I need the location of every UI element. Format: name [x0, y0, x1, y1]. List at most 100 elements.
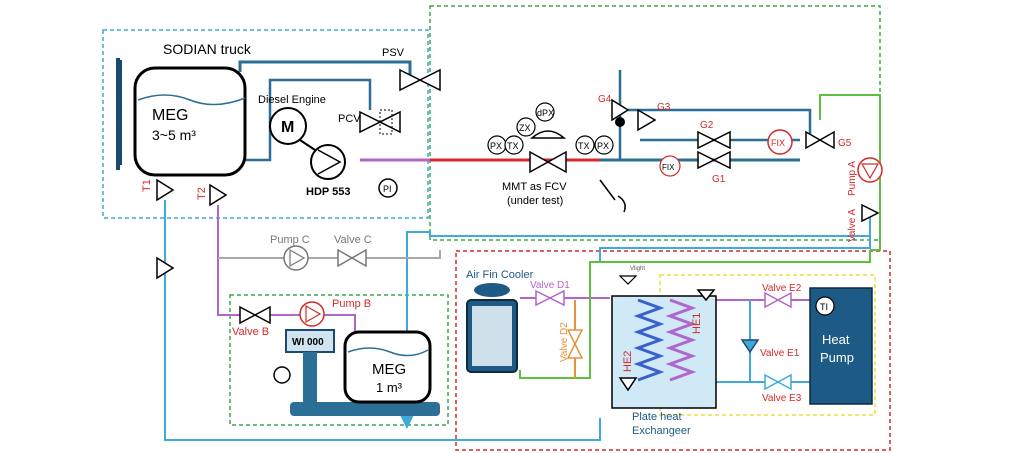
truck-outlet-line-2 — [240, 78, 372, 162]
t2-label: T2 — [196, 187, 208, 200]
he-coil-blue — [633, 298, 665, 382]
he1-valve — [696, 289, 716, 302]
mmt-valve — [529, 150, 567, 174]
hdp-label: HDP 553 — [306, 186, 350, 198]
pump-a-triangle — [860, 163, 880, 180]
air-fin-fins — [472, 306, 512, 366]
px1-label: PX — [490, 141, 502, 151]
top-valve — [618, 275, 638, 285]
valve-b-label: Valve B — [232, 326, 269, 338]
return-line-pumpa — [399, 210, 871, 429]
tiny-label: Vlight — [630, 266, 645, 272]
valve-c — [337, 248, 367, 268]
stopwatch-icon — [273, 366, 291, 384]
g4-actuator — [615, 117, 625, 127]
mmt-label-1: MMT as FCV — [502, 181, 567, 193]
g1-label: G1 — [712, 174, 726, 185]
test-section-region — [429, 5, 881, 241]
green-line-cooler — [519, 250, 871, 379]
meg-big-name: MEG — [152, 107, 188, 124]
valve-d1 — [535, 289, 565, 307]
motor-shaft — [299, 139, 316, 151]
fix1-label: FIX — [771, 138, 785, 148]
small-tank-liquid — [347, 347, 429, 357]
meg-small-name: MEG — [372, 361, 406, 378]
ti-gauge — [815, 296, 835, 316]
t1-valve — [156, 178, 175, 202]
valve-d1-label: Valve D1 — [530, 280, 570, 291]
meg-big-volume: 3~5 m³ — [152, 127, 196, 143]
tx1-gauge — [504, 135, 524, 155]
valve-b — [239, 305, 271, 325]
tx2-label: TX — [578, 141, 590, 151]
he2-valve — [618, 377, 638, 392]
wireless-sensor — [599, 179, 626, 213]
heat-pump-label-2: Pump — [820, 350, 854, 365]
dpx-gauge — [535, 102, 555, 122]
he2-label: HE2 — [622, 351, 634, 372]
fix2-gauge — [659, 155, 681, 177]
big-tank-liquid — [137, 94, 246, 106]
motor-label: M — [281, 119, 294, 136]
g5-valve — [805, 130, 835, 150]
g2-label: G2 — [700, 120, 714, 131]
truck-title: SODIAN truck — [163, 41, 252, 57]
scale-post — [303, 352, 317, 402]
pcv-box — [379, 109, 393, 135]
zx-gauge — [516, 117, 536, 137]
g3-label: G3 — [657, 102, 671, 113]
pi-label: PI — [383, 184, 392, 194]
mmt-label-2: (under test) — [507, 195, 563, 207]
t1-label: T1 — [141, 179, 153, 192]
meg-small-volume: 1 m³ — [376, 380, 403, 395]
psv-label: PSV — [382, 47, 405, 59]
t2-valve — [209, 183, 228, 207]
mmt-actuator — [530, 130, 566, 139]
valve-a-label: Valve A — [847, 209, 858, 242]
purple-line-t2 — [217, 205, 320, 316]
green-line-g5 — [819, 94, 881, 251]
px2-gauge — [594, 135, 614, 155]
fix2-label: FIX — [662, 163, 675, 172]
he1-label: HE1 — [691, 313, 703, 334]
ti-label: TI — [820, 302, 828, 312]
px2-label: PX — [597, 141, 609, 151]
air-fin-fan — [474, 283, 510, 297]
small-meg-tank — [343, 330, 432, 404]
bottom-left-valve — [156, 256, 175, 280]
return-line-bottom — [164, 230, 601, 441]
truck-outlet-line — [238, 60, 412, 78]
pi-gauge — [378, 178, 398, 198]
air-fin-label: Air Fin Cooler — [466, 269, 534, 281]
g2-valve — [697, 130, 731, 150]
g1-valve — [697, 150, 731, 170]
cooling-region — [455, 250, 891, 451]
valve-e1 — [740, 339, 760, 354]
pump-circle — [310, 144, 346, 180]
tx2-gauge — [575, 135, 595, 155]
g4-label: G4 — [598, 94, 612, 105]
pump-c-triangle — [289, 248, 306, 268]
phe-label-1: Plate heat — [632, 411, 682, 423]
bypass-g3 — [620, 108, 812, 140]
valve-e1-label: Valve E1 — [760, 348, 800, 359]
motor-circle — [269, 107, 307, 145]
scale-base — [290, 402, 440, 416]
zx-label: ZX — [519, 123, 531, 133]
pump-a-label: Pump A — [847, 161, 858, 196]
pump-b-label: Pump B — [332, 298, 371, 310]
valve-e2-label: Valve E2 — [762, 283, 802, 294]
pcv-label: PCV — [338, 113, 361, 125]
heat-pump-label-1: Heat — [822, 332, 850, 347]
fix1-gauge — [767, 129, 793, 155]
valve-d2 — [566, 329, 584, 359]
dpx-label: dPX — [537, 108, 554, 118]
scale-region — [229, 294, 449, 426]
pump-c-label: Pump C — [270, 234, 310, 246]
pump-triangle — [317, 149, 342, 175]
valve-e3-label: Valve E3 — [762, 393, 802, 404]
valve-a — [861, 203, 880, 223]
valve-c-label: Valve C — [334, 234, 372, 246]
g5-label: G5 — [838, 138, 852, 149]
truck-region — [102, 29, 429, 219]
